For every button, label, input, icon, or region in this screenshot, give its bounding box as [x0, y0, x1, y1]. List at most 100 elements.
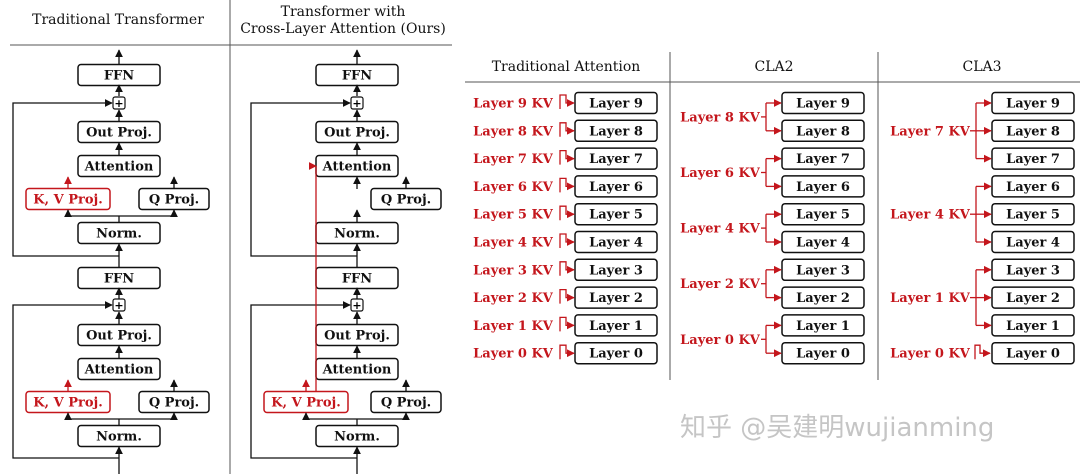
cla3-layer-9-frame	[991, 91, 1075, 115]
q-proj-block-bottom: Q Proj.	[370, 390, 442, 414]
ffn-block-top-label: FFN	[342, 69, 372, 84]
kv-label-cla3: Layer 7 KV	[890, 124, 971, 139]
attention-block-bottom-frame	[77, 357, 161, 381]
cla3-layer-3-label: Layer 3	[1006, 263, 1060, 278]
cla2-layer-7-label: Layer 7	[796, 152, 850, 167]
q-proj-block-bottom-label: Q Proj.	[381, 396, 431, 411]
kv-label-cla2: Layer 2 KV	[680, 277, 761, 292]
out-proj-block-top-label: Out Proj.	[324, 126, 390, 141]
cla2-layer-2-label: Layer 2	[796, 291, 850, 306]
cla3-layer-0: Layer 0	[991, 341, 1075, 365]
cla3-layer-6-label: Layer 6	[1006, 180, 1060, 195]
header-cla3: CLA3	[962, 59, 1001, 75]
attention-block-top-frame	[77, 154, 161, 178]
norm-block-top: Norm.	[77, 221, 161, 245]
ffn-block-top-label: FFN	[104, 69, 134, 84]
panel-cla2: Layer 9 Layer 8 Layer 7 Layer 6 Layer 5 Layer…	[680, 91, 865, 365]
residual-path-top	[12, 99, 119, 257]
q-proj-block-top-label: Q Proj.	[149, 193, 199, 208]
cla2-layer-2: Layer 2	[781, 286, 865, 309]
cla3-layer-1-label: Layer 1	[1006, 319, 1060, 334]
ffn-block-mid: FFN	[77, 266, 161, 290]
traditional-layer-0-label: Layer 0	[589, 347, 643, 362]
traditional-layer-1: Layer 1	[574, 314, 658, 337]
traditional-layer-3-frame	[574, 258, 658, 282]
out-proj-block-bottom-label: Out Proj.	[86, 329, 152, 344]
kv-proj-block-bottom: K, V Proj.	[263, 390, 349, 414]
residual-add-icon: +	[112, 96, 126, 110]
cla2-layer-8: Layer 8	[781, 119, 865, 143]
residual-add-icon: +	[350, 96, 364, 110]
header-cla2: CLA2	[754, 59, 793, 75]
cla3-layer-3-frame	[991, 258, 1075, 282]
attention-block-bottom: Attention	[315, 357, 399, 381]
cla3-layer-8-label: Layer 8	[1006, 124, 1060, 139]
traditional-layer-6: Layer 6	[574, 175, 658, 198]
traditional-layer-8-frame	[574, 119, 658, 143]
kv-label-cla3: Layer 4 KV	[890, 208, 971, 223]
kv-proj-block-top: K, V Proj.	[25, 187, 111, 211]
cla2-layer-5-frame	[781, 202, 865, 226]
traditional-layer-1-frame	[574, 314, 658, 337]
kv-connector	[559, 288, 575, 304]
norm-block-top: Norm.	[315, 221, 399, 245]
traditional-layer-4-frame	[574, 230, 658, 254]
kv-label-traditional: Layer 7 KV	[473, 152, 554, 167]
traditional-transformer-title: Traditional Transformer	[32, 12, 204, 28]
out-proj-block-top-label: Out Proj.	[86, 126, 152, 141]
residual-add-frame	[350, 298, 364, 312]
cla3-layer-7-frame	[991, 147, 1075, 170]
kv-label-traditional: Layer 0 KV	[473, 347, 554, 362]
cla3-layer-4-frame	[991, 230, 1075, 254]
ffn-block-mid-label: FFN	[342, 272, 372, 287]
cla3-layer-4: Layer 4	[991, 230, 1075, 254]
cla2-layer-5: Layer 5	[781, 202, 865, 226]
attention-block-top-label: Attention	[322, 160, 392, 175]
kv-label-traditional: Layer 8 KV	[473, 124, 554, 139]
traditional-layer-1-label: Layer 1	[589, 319, 643, 334]
cla2-layer-3-frame	[781, 258, 865, 282]
kv-proj-block-bottom-label: K, V Proj.	[271, 396, 341, 411]
kv-label-traditional: Layer 9 KV	[473, 97, 554, 112]
cla3-layer-4-label: Layer 4	[1006, 236, 1060, 251]
q-proj-block-top: Q Proj.	[138, 187, 210, 211]
cla2-layer-7-frame	[781, 147, 865, 170]
kv-label-cla3: Layer 1 KV	[890, 291, 971, 306]
cla2-layer-1-label: Layer 1	[796, 319, 850, 334]
cla2-layer-9-label: Layer 9	[796, 97, 850, 112]
cla2-layer-6-label: Layer 6	[796, 180, 850, 195]
cla2-layer-8-label: Layer 8	[796, 124, 850, 139]
cla3-layer-7: Layer 7	[991, 147, 1075, 170]
kv-connector	[559, 122, 575, 137]
cla3-layer-8-frame	[991, 119, 1075, 143]
cla2-layer-4-frame	[781, 230, 865, 254]
kv-label-traditional: Layer 1 KV	[473, 319, 554, 334]
cla2-layer-1: Layer 1	[781, 314, 865, 337]
traditional-layer-7-frame	[574, 147, 658, 170]
out-proj-block-bottom-label: Out Proj.	[324, 329, 390, 344]
kv-connector	[559, 177, 575, 193]
attention-block-bottom-label: Attention	[322, 363, 392, 378]
cla3-layer-8: Layer 8	[991, 119, 1075, 143]
residual-add-symbol: +	[114, 299, 123, 312]
cla3-layer-7-label: Layer 7	[1006, 152, 1060, 167]
kv-connector	[559, 149, 575, 165]
cla3-layer-6-frame	[991, 175, 1075, 198]
ffn-block-top: FFN	[77, 63, 161, 87]
traditional-layer-9-label: Layer 9	[589, 97, 643, 112]
out-proj-block-top: Out Proj.	[77, 120, 161, 144]
norm-block-bottom-label: Norm.	[334, 430, 380, 445]
cla2-layer-3-label: Layer 3	[796, 263, 850, 278]
residual-add-symbol: +	[352, 299, 361, 312]
kv-connector	[974, 344, 991, 360]
out-proj-block-bottom: Out Proj.	[315, 323, 399, 347]
traditional-layer-6-label: Layer 6	[589, 180, 643, 195]
cla2-layer-6-frame	[781, 175, 865, 198]
traditional-layer-6-frame	[574, 175, 658, 198]
cla3-layer-1-frame	[991, 314, 1075, 337]
norm-block-bottom: Norm.	[315, 424, 399, 448]
cla2-layer-0: Layer 0	[781, 341, 865, 365]
traditional-layer-2-label: Layer 2	[589, 291, 643, 306]
residual-add-symbol: +	[352, 97, 361, 110]
